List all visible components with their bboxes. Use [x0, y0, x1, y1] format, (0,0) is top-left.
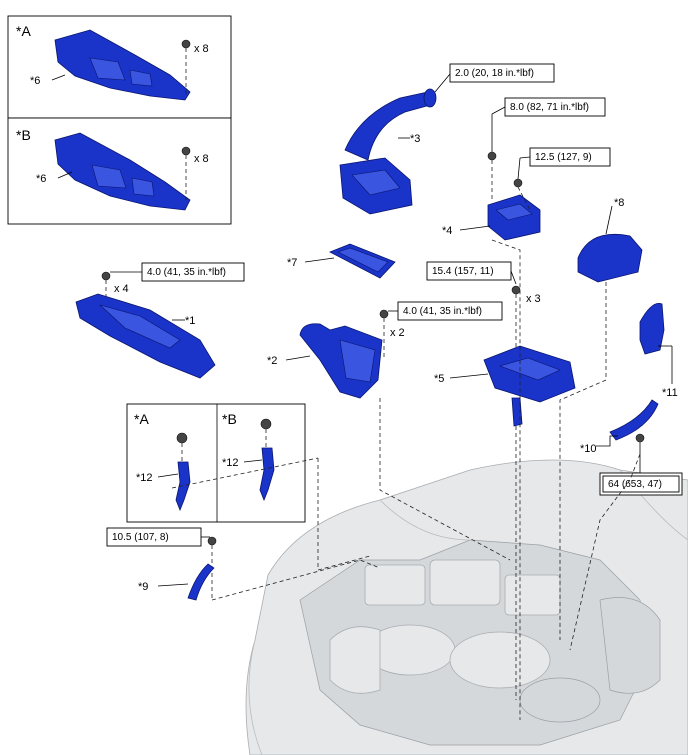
- inset-low-letter-b: *B: [222, 411, 237, 427]
- part-11-shroud: *11: [639, 303, 678, 399]
- torque-label-4: 4.0 (41, 35 in.*lbf): [147, 267, 226, 278]
- torque-label-1: 2.0 (20, 18 in.*lbf): [455, 68, 534, 79]
- torque-label-6: 4.0 (41, 35 in.*lbf): [403, 306, 482, 317]
- part-8-cover: *8: [577, 197, 643, 283]
- inset-top-part-label: *6: [30, 75, 40, 87]
- label-part-1: *1: [185, 315, 195, 327]
- torque-label-3: 12.5 (127, 9): [535, 152, 592, 163]
- torque-label-2: 8.0 (82, 71 in.*lbf): [510, 102, 589, 113]
- torque-label-5: 15.4 (157, 11): [432, 266, 494, 277]
- bolt-icon: [260, 418, 272, 430]
- part-2-case: x 2 4.0 (41, 35 in.*lbf) *2: [267, 301, 503, 399]
- inset-mid-letter: *B: [16, 127, 31, 143]
- torque-label-7: 10.5 (107, 8): [112, 532, 169, 543]
- inset-mid-part-label: *6: [36, 173, 46, 185]
- bolt-icon: [379, 309, 389, 319]
- bolt-icon: [635, 433, 645, 443]
- bolt-icon: [181, 39, 191, 49]
- quantity-x2: x 2: [390, 327, 405, 339]
- label-part-8: *8: [614, 197, 624, 209]
- bolt-icon: [511, 285, 521, 295]
- label-part-10: *10: [580, 443, 597, 455]
- part-9-hose: 10.5 (107, 8) *9: [106, 527, 217, 601]
- part-4-bracket: 8.0 (82, 71 in.*lbf) 12.5 (127, 9) *4: [442, 97, 611, 241]
- label-part-9: *9: [138, 581, 148, 593]
- label-part-3: *3: [410, 133, 420, 145]
- bolt-icon: [487, 151, 497, 161]
- inset-low: *A *B *12 *12: [126, 403, 306, 523]
- part-7-filter: *7: [287, 243, 396, 279]
- inset-mid: *B *6 x 8: [7, 117, 232, 225]
- part-1-duct: x 4 4.0 (41, 35 in.*lbf) *1: [75, 262, 245, 379]
- inset-low-label-b: *12: [222, 457, 239, 469]
- inset-top-letter: *A: [16, 23, 31, 39]
- inset-top-qty: x 8: [194, 43, 209, 55]
- inset-mid-qty: x 8: [194, 153, 209, 165]
- label-part-2: *2: [267, 355, 277, 367]
- bolt-icon: [101, 271, 111, 281]
- inset-low-letter-a: *A: [134, 411, 149, 427]
- bolt-icon: [207, 536, 217, 546]
- part-3-intake-duct: *3 2.0 (20, 18 in.*lbf): [339, 63, 555, 215]
- torque-label-8: 64 (653, 47): [608, 479, 662, 490]
- quantity-x4: x 4: [114, 283, 129, 295]
- label-part-7: *7: [287, 257, 297, 269]
- bolt-icon: [176, 432, 188, 444]
- engine-bay-illustration: [245, 459, 688, 755]
- bolt-icon: [181, 146, 191, 156]
- part-5-tray: 15.4 (157, 11) x 3 *5: [426, 261, 576, 427]
- leader-lines: [171, 239, 641, 720]
- label-part-4: *4: [442, 225, 452, 237]
- part-10-hose: *10 64 (653, 47): [580, 399, 683, 496]
- label-part-11: *11: [662, 387, 678, 399]
- bolt-icon: [513, 178, 523, 188]
- quantity-x3: x 3: [526, 293, 541, 305]
- inset-low-label-a: *12: [136, 472, 153, 484]
- label-part-5: *5: [434, 373, 444, 385]
- inset-top: *A *6 x 8: [7, 15, 232, 119]
